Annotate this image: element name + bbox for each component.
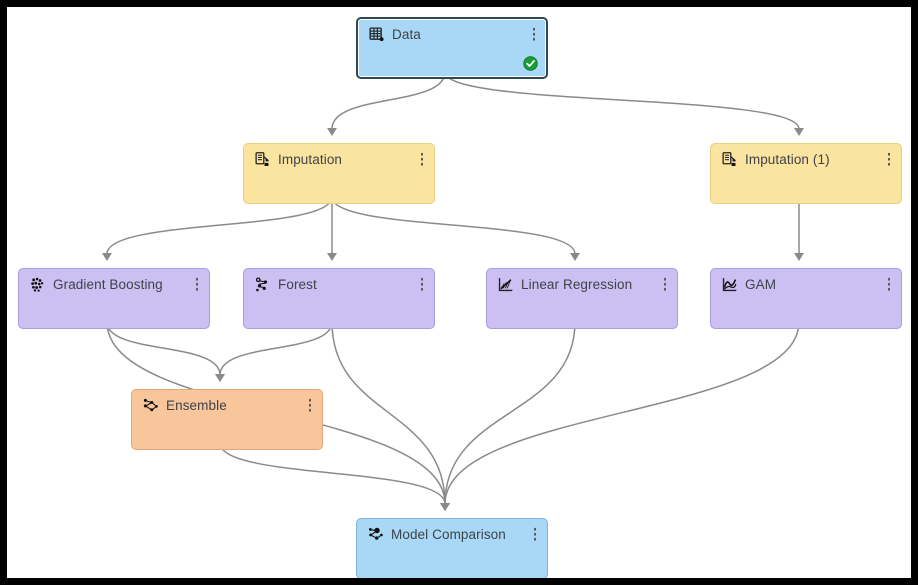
node-title: GAM bbox=[745, 276, 777, 292]
edge-data-to-imputation_1 bbox=[444, 71, 800, 130]
node-title: Forest bbox=[278, 276, 317, 292]
node-model_comparison[interactable]: Model Comparison bbox=[356, 518, 548, 578]
edge-data-to-imputation bbox=[331, 71, 446, 130]
node-header: Imputation bbox=[244, 144, 434, 174]
edge-arrowhead bbox=[440, 503, 450, 511]
node-header: Data bbox=[358, 19, 546, 49]
node-menu-button[interactable] bbox=[663, 277, 666, 291]
node-title: Ensemble bbox=[166, 397, 227, 413]
edge-arrowhead bbox=[215, 374, 225, 382]
node-header: GAM bbox=[711, 269, 901, 299]
node-imputation_1[interactable]: Imputation (1) bbox=[710, 143, 902, 204]
edge-arrowhead bbox=[794, 253, 804, 261]
edge-arrowhead bbox=[440, 503, 450, 511]
node-header: Gradient Boosting bbox=[19, 269, 209, 299]
node-header: Ensemble bbox=[132, 390, 322, 420]
edge-arrowhead bbox=[327, 128, 337, 136]
ensemble-branch-icon bbox=[142, 397, 159, 414]
node-title: Model Comparison bbox=[391, 526, 506, 542]
node-menu-button[interactable] bbox=[532, 27, 535, 41]
check-circle-icon bbox=[523, 56, 538, 71]
gam-curve-icon bbox=[721, 276, 738, 293]
node-menu-button[interactable] bbox=[533, 527, 536, 541]
edge-arrowhead bbox=[440, 503, 450, 511]
forest-scatter-icon bbox=[254, 276, 271, 293]
node-menu-button[interactable] bbox=[420, 152, 423, 166]
node-title: Imputation (1) bbox=[745, 151, 830, 167]
node-menu-button[interactable] bbox=[887, 152, 890, 166]
edge-arrowhead bbox=[327, 253, 337, 261]
edge-arrowhead bbox=[440, 503, 450, 511]
edge-gam-to-model_comparison bbox=[444, 321, 800, 505]
node-title: Linear Regression bbox=[521, 276, 633, 292]
node-menu-button[interactable] bbox=[308, 398, 311, 412]
linear-regression-icon bbox=[497, 276, 514, 293]
edge-linear_regression-to-model_comparison bbox=[444, 321, 576, 505]
edge-forest-to-ensemble bbox=[219, 321, 333, 376]
node-menu-button[interactable] bbox=[887, 277, 890, 291]
node-header: Model Comparison bbox=[357, 519, 547, 549]
node-header: Imputation (1) bbox=[711, 144, 901, 174]
edge-ensemble-to-model_comparison bbox=[219, 442, 446, 505]
table-data-icon bbox=[368, 26, 385, 43]
node-linear_regression[interactable]: Linear Regression bbox=[486, 268, 678, 329]
edge-forest-to-model_comparison bbox=[331, 321, 446, 505]
edge-imputation-to-linear_regression bbox=[331, 196, 576, 255]
edge-arrowhead bbox=[215, 374, 225, 382]
node-gradient_boosting[interactable]: Gradient Boosting bbox=[18, 268, 210, 329]
edge-arrowhead bbox=[102, 253, 112, 261]
edge-imputation-to-gradient_boosting bbox=[106, 196, 333, 255]
node-imputation[interactable]: Imputation bbox=[243, 143, 435, 204]
node-data[interactable]: Data bbox=[356, 17, 548, 79]
node-menu-button[interactable] bbox=[420, 277, 423, 291]
node-header: Forest bbox=[244, 269, 434, 299]
gradient-boosting-icon bbox=[29, 276, 46, 293]
node-title: Gradient Boosting bbox=[53, 276, 163, 292]
node-gam[interactable]: GAM bbox=[710, 268, 902, 329]
node-forest[interactable]: Forest bbox=[243, 268, 435, 329]
node-title: Data bbox=[392, 26, 421, 42]
node-title: Imputation bbox=[278, 151, 343, 167]
edge-arrowhead bbox=[794, 128, 804, 136]
impute-document-icon bbox=[254, 151, 271, 168]
model-comparison-icon bbox=[367, 526, 384, 543]
edge-arrowhead bbox=[440, 503, 450, 511]
node-ensemble[interactable]: Ensemble bbox=[131, 389, 323, 450]
node-header: Linear Regression bbox=[487, 269, 677, 299]
edge-arrowhead bbox=[570, 253, 580, 261]
edge-gradient_boosting-to-ensemble bbox=[106, 321, 221, 376]
impute-document-icon bbox=[721, 151, 738, 168]
node-menu-button[interactable] bbox=[195, 277, 198, 291]
